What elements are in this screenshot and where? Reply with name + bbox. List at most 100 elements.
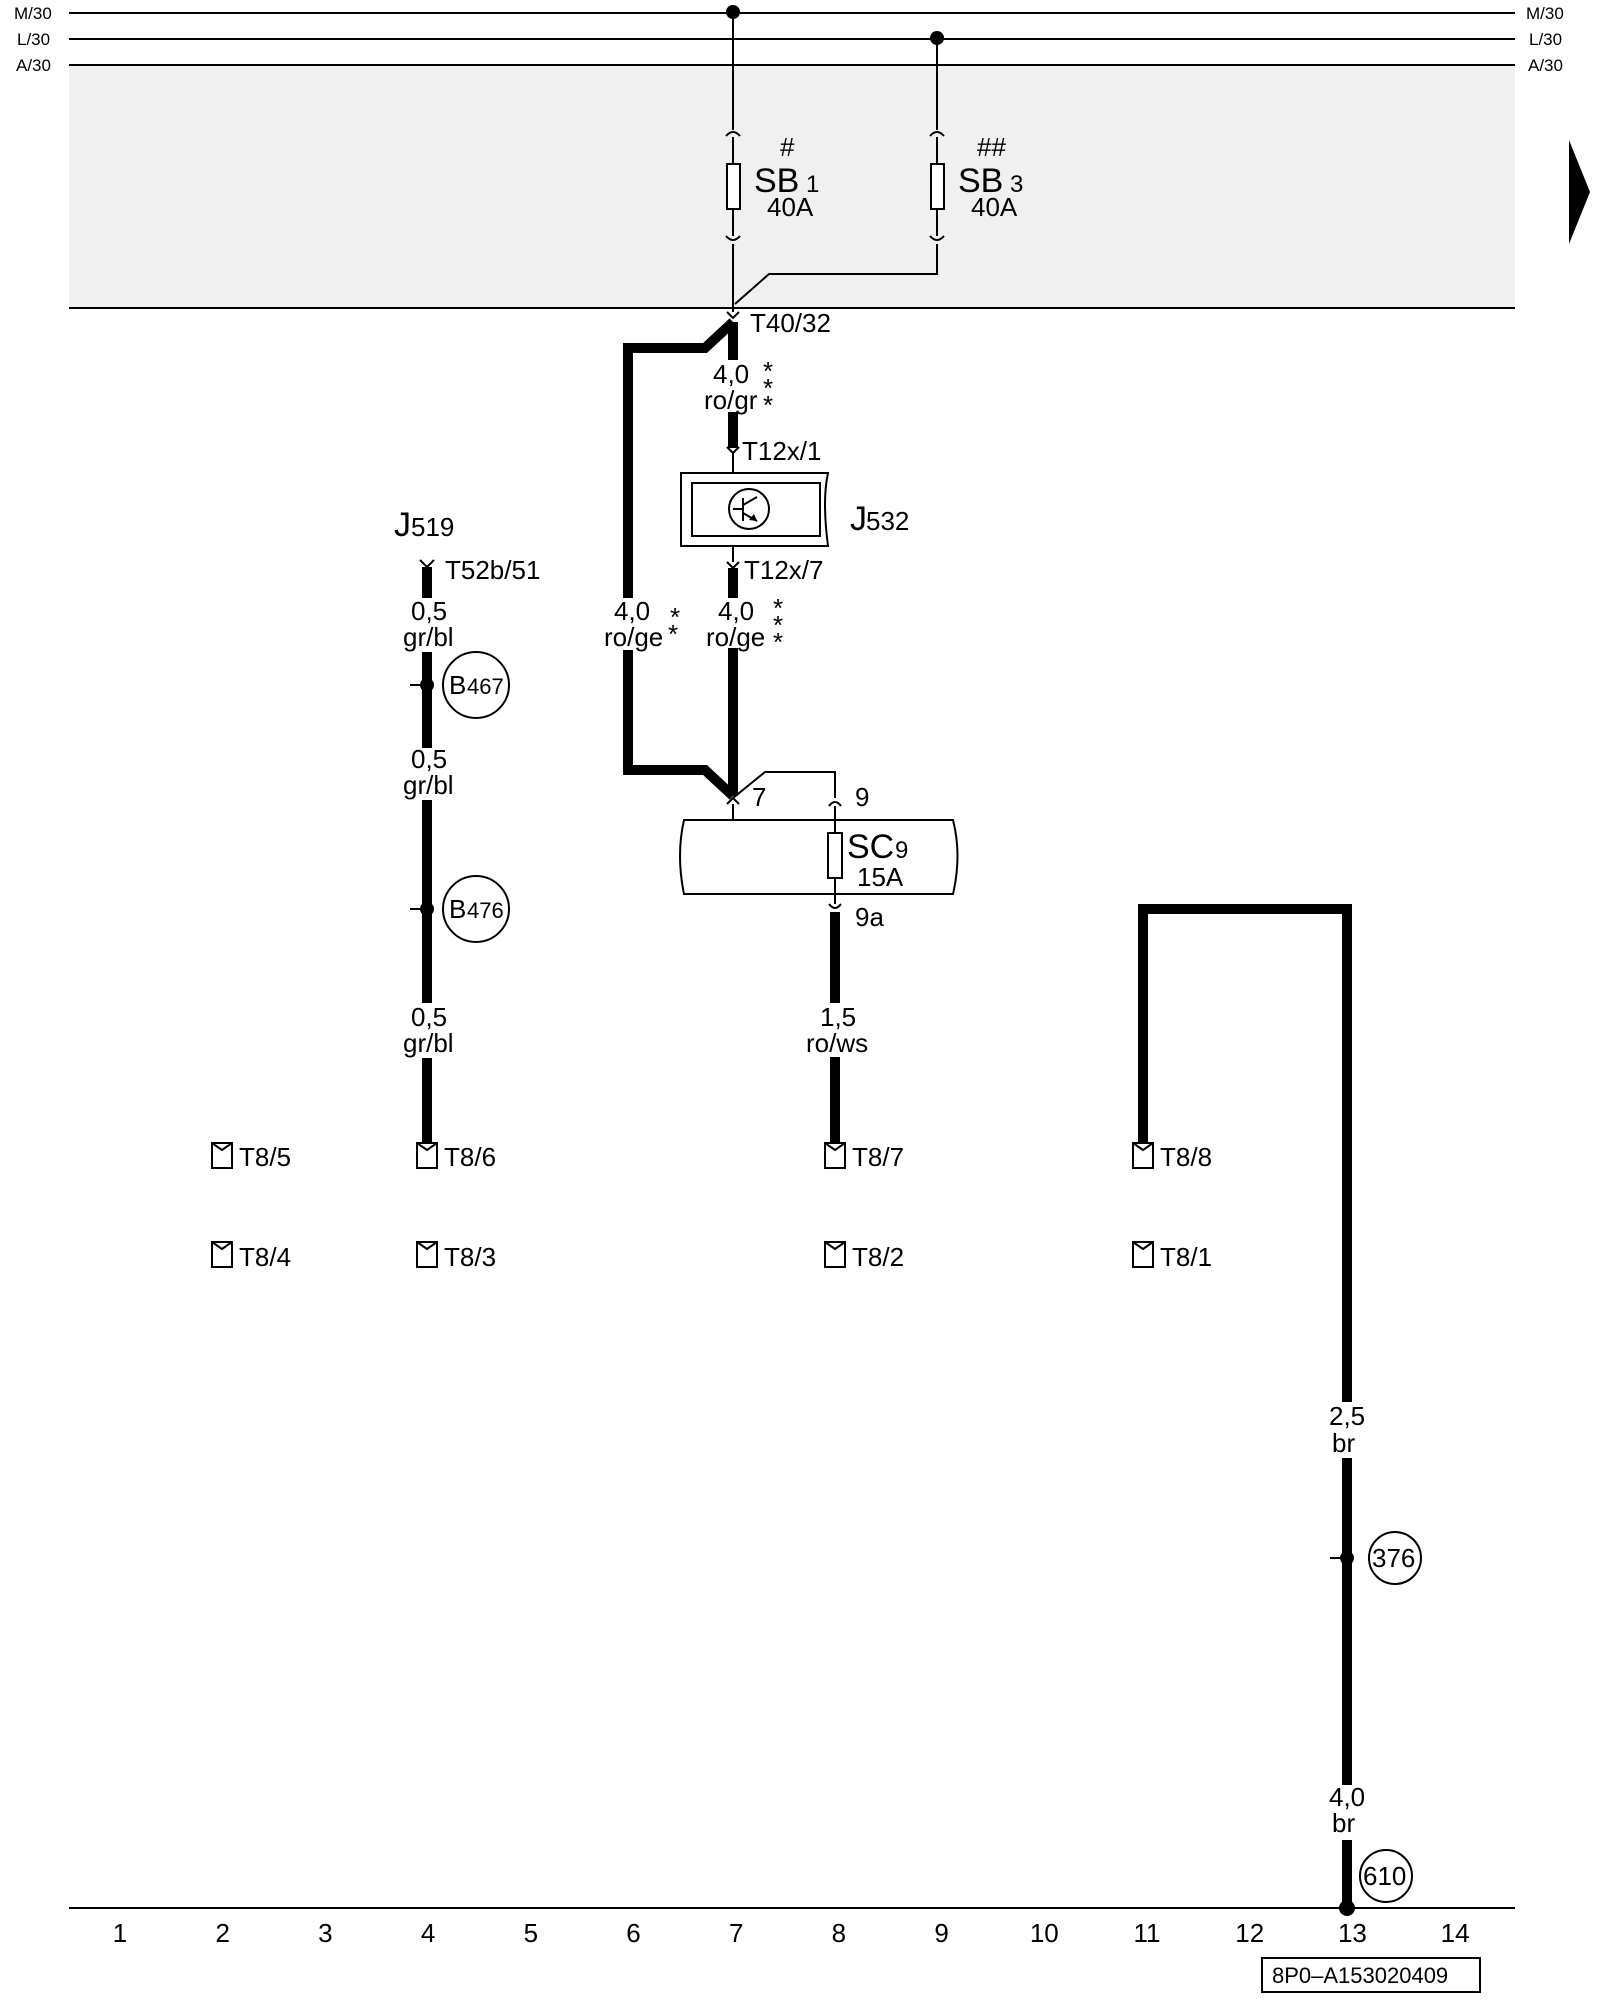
wire-top-size: 4,0 [713,359,749,389]
t8-pin-label: T8/8 [1160,1142,1212,1172]
wire-top-stars: * [763,356,773,386]
connector-t12x-1-label: T12x/1 [742,436,822,466]
wire-j519-3-size: 0,5 [411,1002,447,1032]
bus-m30-label-left: M/30 [14,4,52,23]
grid-number: 6 [626,1918,640,1948]
pin-7-label: 7 [752,782,766,812]
wire-br2-size: 4,0 [1329,1782,1365,1812]
t8-pin-1: T8/1 [1132,1241,1212,1272]
t8-pin-2: T8/2 [824,1241,904,1272]
fuse-sb1-num: 1 [806,171,819,198]
wire-br1-size: 2,5 [1329,1401,1365,1431]
wire-left-size: 4,0 [614,596,650,626]
t8-pin-8: T8/8 [1132,1142,1212,1172]
wire-mid-color: ro/ge [706,622,765,652]
bus-l30-label-left: L/30 [17,30,50,49]
transistor-icon [728,488,770,530]
grid-number: 5 [524,1918,538,1948]
t8-pin-4: T8/4 [211,1241,291,1272]
connector-t12x-7-label: T12x/7 [744,555,824,585]
fuse-sc9-name: SC [847,828,894,866]
grid-number: 1 [113,1918,127,1948]
fuse-sc9-rating: 15A [857,862,904,892]
t8-pin-7: T8/7 [824,1142,904,1172]
grid-number: 12 [1235,1918,1264,1948]
splice-376: 376 [1330,1531,1422,1585]
grid-number: 8 [832,1918,846,1948]
splice-376-label: 376 [1372,1543,1415,1573]
drawing-code: 8P0–A153020409 [1272,1963,1448,1988]
t8-pin-5: T8/5 [211,1142,291,1172]
fuse-sb1: # SB 1 40A [725,5,819,312]
wire-mid-size: 4,0 [718,596,754,626]
connector-pin-9 [828,801,842,807]
svg-text:*: * [763,373,773,403]
t8-pin-label: T8/1 [1160,1242,1212,1272]
bus-a30-label-right: A/30 [1528,56,1563,75]
t8-pin-label: T8/4 [239,1242,291,1272]
splice-b476: B 476 [410,875,510,943]
t8-pin-3: T8/3 [416,1241,496,1272]
splice-376-circle [1368,1531,1422,1585]
fuse-carrier-sc: 7 9 9a SC 9 15A [679,771,959,932]
fuse-sb1-rating: 40A [767,192,814,222]
t8-pin-6: T8/6 [416,1142,496,1172]
bus-m30-label-right: M/30 [1526,4,1564,23]
splice-b476-main: B [449,894,466,924]
wire-sc9-size: 1,5 [820,1002,856,1032]
svg-text:*: * [773,627,783,657]
connector-t12x-7 [726,561,740,570]
component-j532: J 532 [680,472,909,547]
connector-t40-32 [726,311,740,320]
grid-number: 14 [1441,1918,1470,1948]
wire-br1-color: br [1332,1428,1355,1458]
grid-number: 3 [318,1918,332,1948]
component-j532-sub: 532 [866,506,909,536]
grid-number: 4 [421,1918,435,1948]
svg-text:*: * [668,619,678,649]
continuation-arrow-icon [1569,140,1590,244]
drawing-code-box: 8P0–A153020409 [1261,1957,1481,1993]
wire-j519-1-color: gr/bl [403,622,454,652]
t8-pin-label: T8/5 [239,1142,291,1172]
wire-j519-2-color: gr/bl [403,770,454,800]
grid-number: 2 [215,1918,229,1948]
fuse-sb3-name: SB [958,162,1003,200]
splice-b467-main: B [449,670,466,700]
bus-lines: M/30 L/30 A/30 M/30 L/30 A/30 [14,4,1564,75]
t8-pin-label: T8/6 [444,1142,496,1172]
grid-number: 13 [1338,1918,1367,1948]
splice-b467-circle [442,651,510,719]
wire-top-color: ro/gr [704,385,758,415]
wire-left-color: ro/ge [604,622,663,652]
fuse-sc9-num: 9 [895,837,908,864]
bus-l30-label-right: L/30 [1529,30,1562,49]
pin-9-label: 9 [855,782,869,812]
grid-number: 10 [1030,1918,1059,1948]
component-j532-main: J [850,500,867,538]
ground-610-label: 610 [1363,1861,1406,1891]
wire-j519-1-size: 0,5 [411,596,447,626]
wire-br2-color: br [1332,1808,1355,1838]
connector-pin-9a [828,903,842,909]
grid-number: 7 [729,1918,743,1948]
wire-brown-ground [1138,904,1352,1402]
grid-number: 11 [1134,1918,1161,1948]
svg-text:*: * [773,610,783,640]
fuse-sb3-num: 3 [1010,171,1023,198]
t8-pin-label: T8/2 [852,1242,904,1272]
t8-pin-label: T8/3 [444,1242,496,1272]
ground-610-circle [1359,1849,1413,1903]
connector-t8: T8/5 T8/6 T8/7 T8/8 T8/4 T8/3 T8/2 T8/1 [211,1142,1212,1272]
wire-left-stars: * [670,602,680,632]
svg-text:*: * [763,390,773,420]
t8-pin-label: T8/7 [852,1142,904,1172]
bus-a30-label-left: A/30 [16,56,51,75]
fuse-sb1-name: SB [754,162,799,200]
splice-b467: B 467 [410,651,510,719]
connector-t52b-51-label: T52b/51 [445,555,540,585]
connector-t40-32-label: T40/32 [750,308,831,338]
wire-mid-stars: * [773,593,783,623]
